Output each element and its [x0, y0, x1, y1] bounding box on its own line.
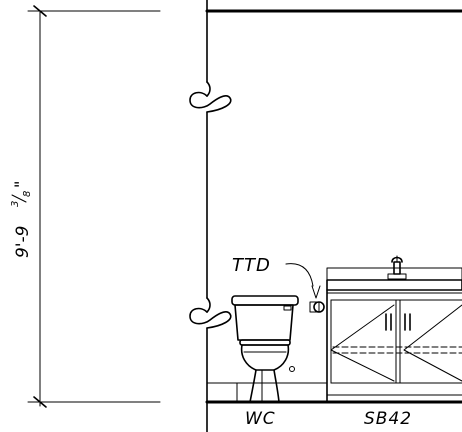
base-trim [206, 382, 328, 403]
ttd-leader [285, 263, 314, 287]
tissue-dispenser [309, 285, 325, 313]
label-wc: WC [245, 409, 276, 429]
vanity-cabinet [326, 267, 462, 403]
label-sb42: SB42 [364, 409, 412, 429]
label-ttd: TTD [232, 255, 271, 276]
dimension-text: 9'-9 [13, 226, 33, 258]
dimension-text-group: 9'-9 3 8 " [10, 181, 33, 258]
dimension-fraction-den: 8 [22, 191, 33, 197]
wall-line [189, 0, 232, 432]
dimension-inch-mark: " [11, 181, 30, 188]
dimension-line [27, 5, 161, 408]
faucet [387, 255, 407, 280]
dimension-fraction-num: 3 [10, 201, 21, 207]
toilet [231, 295, 299, 403]
